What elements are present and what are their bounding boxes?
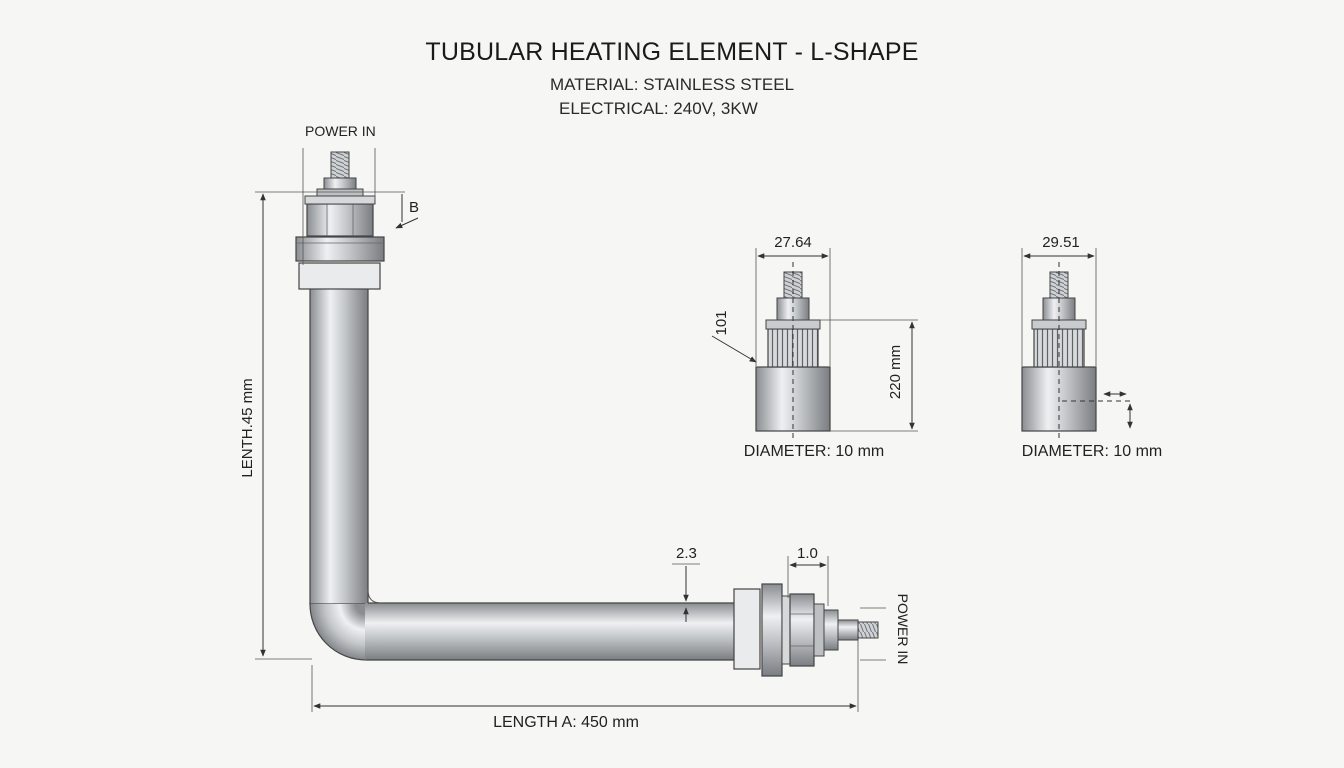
- horizontal-tube: [365, 603, 737, 660]
- detail-view-1: 27.64 101 220 mm DIAMETER: 10 mm: [711, 234, 918, 460]
- title-block: TUBULAR HEATING ELEMENT - L-SHAPE: [0, 38, 1344, 67]
- horizontal-length-label: LENGTH A: 450 mm: [493, 714, 639, 731]
- label-b: B: [409, 199, 419, 216]
- tube-bend: [310, 604, 366, 660]
- detail-1-height-label: 220 mm: [887, 345, 904, 399]
- drawing-title: TUBULAR HEATING ELEMENT - L-SHAPE: [425, 38, 919, 66]
- detail-1-diameter-label: DIAMETER: 10 mm: [744, 443, 884, 460]
- power-in-top-label: POWER IN: [305, 123, 376, 139]
- power-in-right-label: POWER IN: [895, 594, 911, 665]
- detail-2-diameter-label: DIAMETER: 10 mm: [1022, 443, 1162, 460]
- detail-1-width-label: 27.64: [774, 234, 812, 251]
- right-terminal: [733, 583, 879, 677]
- vertical-length-label: LENTH.45 mm: [239, 378, 256, 477]
- electrical-spec: ELECTRICAL: 240V, 3KW: [559, 99, 758, 118]
- detail-view-2: 29.51 DIAMETER: 10 mm: [1021, 234, 1162, 460]
- detail-2-width-label: 29.51: [1042, 234, 1080, 251]
- vertical-tube: [309, 285, 369, 605]
- tube-dimension-label: 2.3: [676, 545, 697, 562]
- detail-1-side-label: 101: [713, 310, 730, 335]
- material-spec: MATERIAL: STAINLESS STEEL: [550, 75, 795, 94]
- top-terminal: [295, 151, 385, 290]
- l-shape-element: POWER IN B LENTH.45 mm LENGTH A: 450 mm …: [239, 123, 911, 731]
- terminal-dimension-label: 1.0: [797, 545, 818, 562]
